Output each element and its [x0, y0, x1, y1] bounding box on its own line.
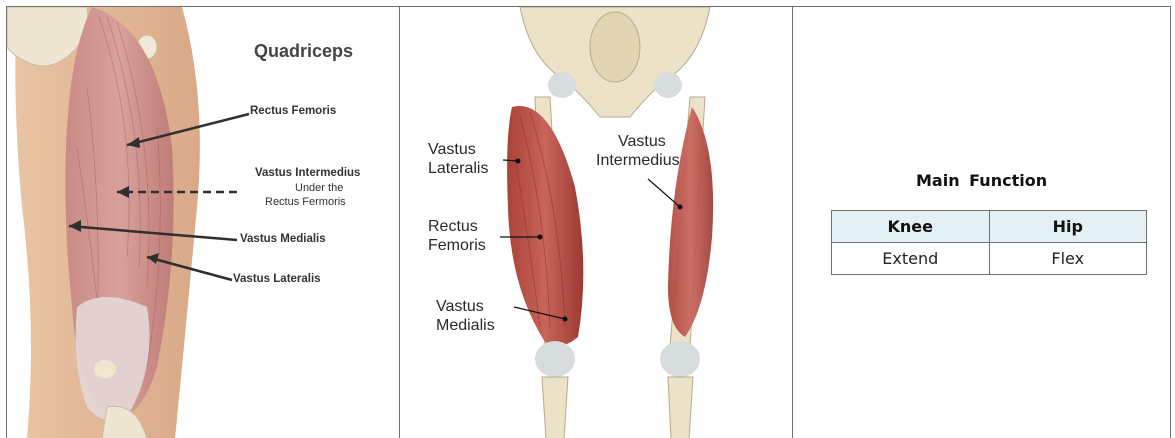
header-knee: Knee [832, 211, 990, 243]
label-rectus-fermoris-note: Rectus Fermoris [265, 196, 346, 208]
quadriceps-illustration-panel: Quadriceps Rectus Femoris Vastus Interme… [7, 7, 400, 438]
label-vastus-intermedius-2: Intermedius [596, 151, 680, 170]
label-rectus-femoris-1: Rectus [428, 217, 478, 236]
label-rectus-femoris: Rectus Femoris [250, 105, 336, 117]
label-vastus-medialis: Vastus Medialis [240, 233, 326, 245]
image-table: Quadriceps Rectus Femoris Vastus Interme… [6, 6, 1171, 438]
label-rectus-femoris-2: Femoris [428, 236, 486, 255]
table-row: Extend Flex [832, 243, 1147, 275]
main-function-panel: Main Function Knee Hip Extend Flex [793, 7, 1170, 438]
skeleton-illustration-panel: Vastus Lateralis Vastus Intermedius Rect… [400, 7, 793, 438]
quadriceps-illustration [7, 7, 400, 438]
function-table: Knee Hip Extend Flex [831, 210, 1147, 275]
label-vastus-lateralis-2: Lateralis [428, 159, 488, 178]
label-under-the: Under the [295, 182, 343, 194]
label-vastus-intermedius: Vastus Intermedius [255, 167, 360, 179]
label-vastus-lateralis-1: Vastus [428, 140, 476, 159]
function-table-header-row: Knee Hip [832, 211, 1147, 243]
label-vastus-lateralis: Vastus Lateralis [233, 273, 321, 285]
main-function-heading: Main Function [916, 171, 1047, 190]
header-hip: Hip [989, 211, 1147, 243]
cell-hip-function: Flex [989, 243, 1147, 275]
label-vastus-intermedius-1: Vastus [618, 132, 666, 151]
quadriceps-title: Quadriceps [254, 41, 353, 62]
cell-knee-function: Extend [832, 243, 990, 275]
label-vastus-medialis-1: Vastus [436, 297, 484, 316]
label-vastus-medialis-2: Medialis [436, 316, 495, 335]
